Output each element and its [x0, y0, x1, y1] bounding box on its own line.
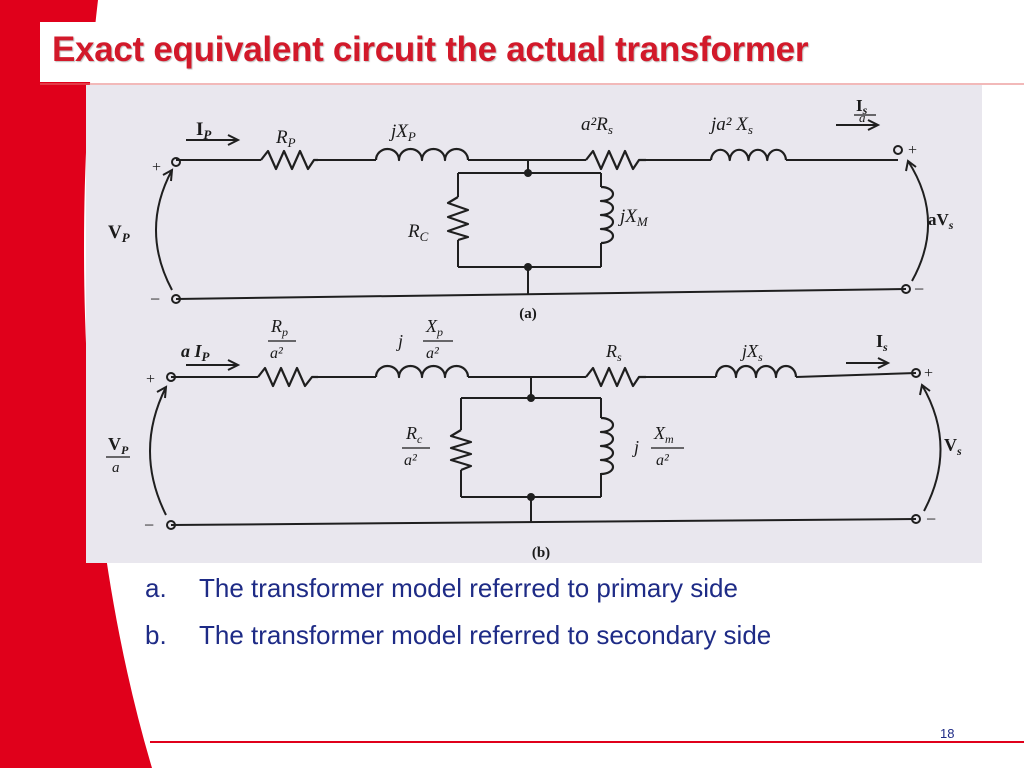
circuit-a-bottom-node [524, 263, 532, 271]
caption-text-a: The transformer model referred to primar… [199, 573, 738, 603]
circuit-a-xs-inductor [709, 148, 788, 162]
circuit-b-bottom-wire [170, 518, 917, 526]
circuit-a-rc-resistor [446, 196, 470, 242]
circuit-a-terminal-primary-top [171, 157, 181, 167]
circuit-b-rp-denominator: a² [270, 345, 284, 362]
circuit-a-primary-voltage-arrowhead [162, 168, 174, 182]
circuit-b-primary-voltage-denominator: a [112, 460, 120, 476]
circuit-b-primary-voltage-numerator: VP [108, 434, 129, 457]
caption-text-b: The transformer model referred to second… [199, 620, 772, 650]
circuit-b-secondary-voltage-arrowhead [919, 383, 931, 396]
circuit-a-xm-inductor [599, 185, 615, 245]
circuit-b-primary-voltage-arc [149, 386, 167, 516]
circuit-b-primary-current-arrow [186, 359, 241, 371]
circuit-b-caption-label: (b) [532, 545, 550, 561]
circuit-a-xp-label: jXP [388, 121, 416, 144]
equivalent-circuit-figure: IP RP jXP a²Rs ja² Xs Is a RC jXM VP aVs… [86, 85, 982, 563]
circuit-b-secondary-voltage-label: Vs [944, 435, 962, 458]
circuit-a-secondary-voltage-arc [907, 160, 929, 282]
circuit-a-top-node [524, 169, 532, 177]
circuit-b-xp-denominator: a² [426, 345, 440, 362]
circuit-a-secondary-current-label: Is [856, 96, 868, 117]
circuit-b-terminal-secondary-bottom [911, 514, 921, 524]
circuit-b-rp-resistor [257, 366, 318, 388]
circuit-b-primary-plus: + [146, 371, 155, 388]
circuit-b-xs-inductor [714, 364, 798, 379]
circuit-a-rs-resistor [585, 149, 646, 171]
circuit-a-secondary-current-denominator: a [859, 110, 866, 125]
circuit-a-secondary-voltage-label: aVs [928, 210, 954, 232]
circuit-b-terminal-secondary-top [911, 368, 921, 378]
circuit-a-primary-voltage-arc [155, 169, 173, 291]
circuit-b-rs-resistor [585, 366, 646, 388]
circuit-a-rp-resistor [260, 149, 318, 171]
circuit-b-rp-numerator: Rp [270, 316, 288, 339]
caption-list: a. The transformer model referred to pri… [145, 573, 937, 667]
circuit-b-primary-current-label: a IP [181, 341, 211, 364]
circuit-a-terminal-secondary-bottom [901, 284, 911, 294]
circuit-a-secondary-current-arrow [836, 119, 881, 131]
circuit-b-rc-resistor [449, 429, 473, 472]
circuit-b-terminal-primary-bottom [166, 520, 176, 530]
circuit-b-rc-denominator: a² [404, 452, 418, 469]
circuit-a-secondary-plus: + [908, 142, 917, 159]
circuit-b-xp-j: j [396, 331, 403, 351]
circuit-b-secondary-minus: − [926, 509, 936, 529]
page-number: 18 [940, 726, 955, 741]
circuit-b-terminal-primary-top [166, 372, 176, 382]
circuit-b-xm-j: j [632, 437, 639, 457]
red-swoosh [0, 0, 152, 768]
circuit-b-bottom-node [527, 493, 535, 501]
circuit-a: IP RP jXP a²Rs ja² Xs Is a RC jXM VP aVs… [108, 96, 954, 322]
circuit-a-primary-current-label: IP [196, 119, 212, 142]
circuit-a-xs-label: ja² Xs [708, 114, 753, 137]
circuit-a-primary-current-arrow [186, 134, 241, 146]
circuit-a-secondary-voltage-arrowhead [905, 159, 917, 172]
circuit-b-rc-numerator: Rc [405, 423, 423, 446]
circuit-a-rs-label: a²Rs [581, 114, 613, 137]
circuit-b-top-wire [171, 372, 917, 378]
circuit-b-secondary-current-label: Is [876, 331, 888, 354]
caption-marker-a: a. [145, 573, 167, 603]
caption-marker-b: b. [145, 620, 167, 650]
circuit-a-primary-plus: + [152, 159, 161, 176]
circuit-a-rp-label: RP [275, 127, 296, 150]
circuit-b-top-node [527, 394, 535, 402]
title-box [40, 22, 930, 82]
circuit-b-xm-denominator: a² [656, 452, 670, 469]
circuit-b-primary-minus: − [144, 515, 154, 535]
circuit-a-caption-label: (a) [519, 306, 537, 322]
circuit-a-xp-inductor [374, 147, 470, 162]
circuit-a-terminal-primary-bottom [171, 294, 181, 304]
figure-background [86, 85, 982, 563]
circuit-b-xm-inductor [599, 416, 615, 476]
circuit-b-primary-voltage-arrowhead [156, 385, 168, 399]
caption-item-a: a. The transformer model referred to pri… [145, 573, 937, 604]
circuit-a-primary-voltage-label: VP [108, 222, 131, 245]
circuit-b-rs-label: Rs [605, 341, 622, 364]
circuit-b-xp-inductor [374, 364, 470, 379]
circuit-a-primary-minus: − [150, 289, 160, 309]
circuit-b-xm-numerator: Xm [653, 423, 674, 446]
circuit-a-bottom-wire [175, 288, 907, 300]
circuit-b: a IP Rp a² j Xp a² Rs jXs Is Rc a² j Xm … [106, 316, 962, 561]
circuit-b-xp-numerator: Xp [425, 316, 443, 339]
circuit-b-secondary-voltage-arc [921, 384, 942, 512]
circuit-b-secondary-plus: + [924, 365, 933, 382]
circuit-b-xs-label: jXs [740, 341, 763, 364]
slide-title: Exact equivalent circuit the actual tran… [52, 30, 809, 69]
caption-item-b: b. The transformer model referred to sec… [145, 620, 937, 651]
circuit-a-terminal-secondary-top [893, 145, 903, 155]
circuit-a-xm-label: jXM [617, 206, 649, 229]
circuit-a-rc-label: RC [407, 221, 429, 244]
circuit-a-secondary-minus: − [914, 279, 924, 299]
circuit-b-secondary-current-arrow [846, 357, 891, 369]
